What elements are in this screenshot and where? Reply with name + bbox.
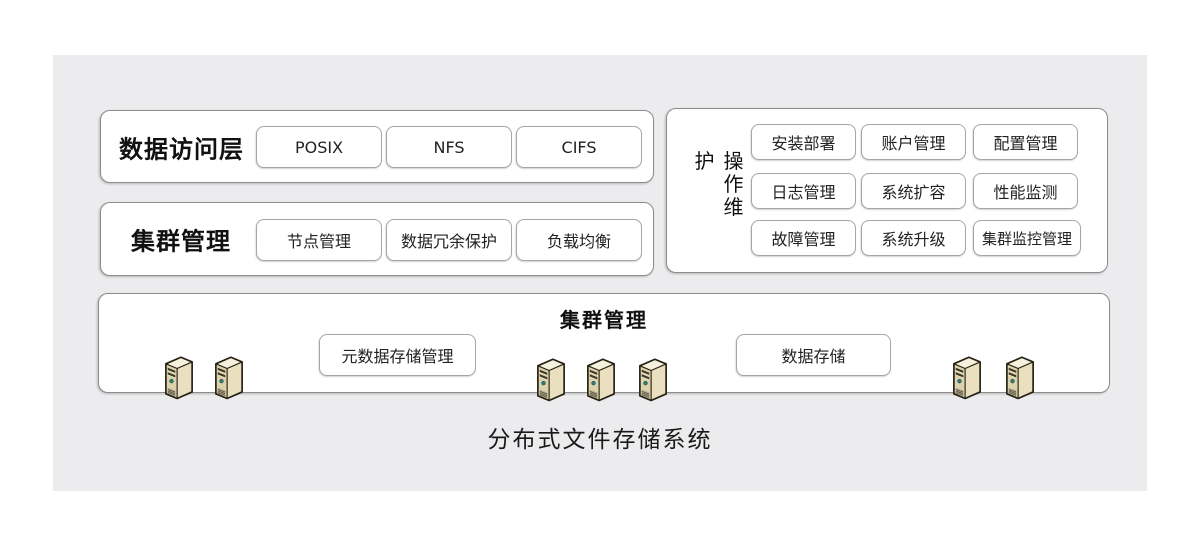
- system-expansion-node: 系统扩容: [861, 173, 966, 209]
- fault-management-node: 故障管理: [751, 220, 856, 256]
- account-management-node: 账户管理: [861, 124, 966, 160]
- server-icon: [953, 356, 981, 400]
- cluster-management-label: 集群管理: [131, 227, 231, 256]
- metadata-storage-node: 元数据存储管理: [319, 334, 476, 376]
- performance-monitor-node: 性能监测: [973, 173, 1078, 209]
- log-management-node: 日志管理: [751, 173, 856, 209]
- install-deploy-node: 安装部署: [751, 124, 856, 160]
- cluster-management-box: 集群管理 节点管理 数据冗余保护 负载均衡: [100, 202, 654, 276]
- server-icon: [587, 358, 615, 402]
- data-access-layer-box: 数据访问层 POSIX NFS CIFS: [100, 110, 654, 183]
- ops-maintenance-box: 操作维护 安装部署 账户管理 配置管理 日志管理 系统扩容 性能监测 故障管理 …: [666, 108, 1108, 273]
- cifs-node: CIFS: [516, 126, 642, 168]
- data-access-layer-label: 数据访问层: [119, 135, 244, 163]
- ops-maintenance-label: 操作维护: [691, 149, 744, 219]
- diagram-caption: 分布式文件存储系统: [487, 427, 713, 453]
- server-icon: [215, 356, 243, 400]
- data-storage-node: 数据存储: [736, 334, 891, 376]
- server-icon: [537, 358, 565, 402]
- diagram-panel: 数据访问层 POSIX NFS CIFS 集群管理 节点管理 数据冗余保护 负载…: [53, 55, 1147, 491]
- node-management-node: 节点管理: [256, 219, 382, 261]
- server-icon: [1006, 356, 1034, 400]
- server-icon: [639, 358, 667, 402]
- load-balance-node: 负载均衡: [516, 219, 642, 261]
- data-redundancy-node: 数据冗余保护: [386, 219, 512, 261]
- nfs-node: NFS: [386, 126, 512, 168]
- cluster-monitor-management-node: 集群监控管理: [973, 220, 1081, 256]
- posix-node: POSIX: [256, 126, 382, 168]
- storage-cluster-title: 集群管理: [560, 308, 648, 332]
- server-icon: [165, 356, 193, 400]
- system-upgrade-node: 系统升级: [861, 220, 966, 256]
- config-management-node: 配置管理: [973, 124, 1078, 160]
